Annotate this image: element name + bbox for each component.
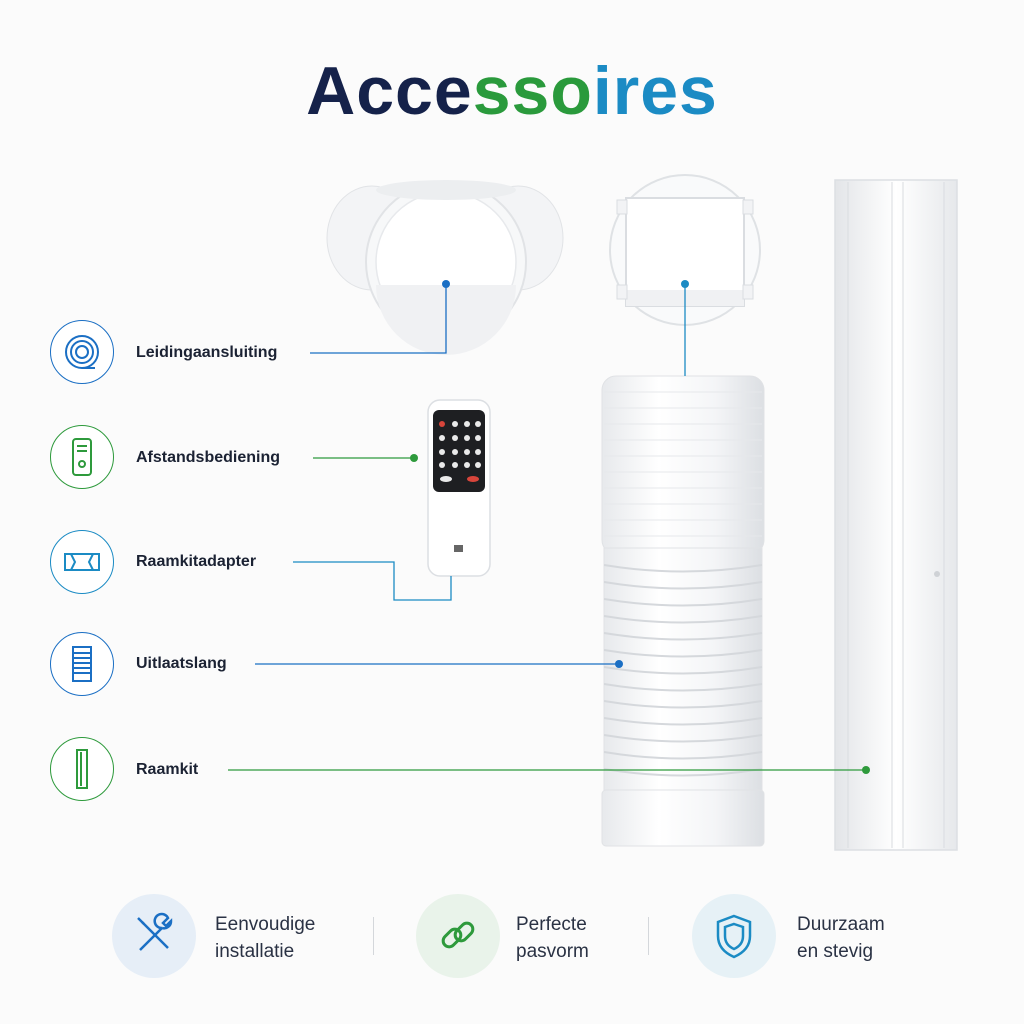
callout-label-afstandsbediening: Afstandsbediening (136, 449, 281, 466)
callout-label-leidingaansluiting: Leidingaansluiting (136, 344, 278, 361)
callout-label-uitlaatslang: Uitlaatslang (136, 655, 227, 672)
hose-coil-icon (50, 320, 114, 384)
window-kit-icon (50, 737, 114, 801)
window-kit-image (834, 179, 958, 851)
remote-control-image (427, 399, 491, 577)
chain-link-icon (416, 894, 500, 978)
exhaust-hose-image (601, 375, 765, 847)
page-title: Accessoires (306, 53, 718, 129)
callout-connectors (228, 280, 870, 774)
exhaust-hose-icon (50, 632, 114, 696)
callout-label-raamkitadapter: Raamkitadapter (136, 553, 257, 570)
shield-icon (692, 894, 776, 978)
remote-control-icon (50, 425, 114, 489)
tools-icon (112, 894, 196, 978)
window-adapter-icon (50, 530, 114, 594)
feature-divider (648, 917, 649, 955)
hose-connector-image (326, 180, 564, 355)
window-adapter-image (609, 174, 761, 326)
callout-label-raamkit: Raamkit (136, 761, 199, 778)
feature-divider (373, 917, 374, 955)
